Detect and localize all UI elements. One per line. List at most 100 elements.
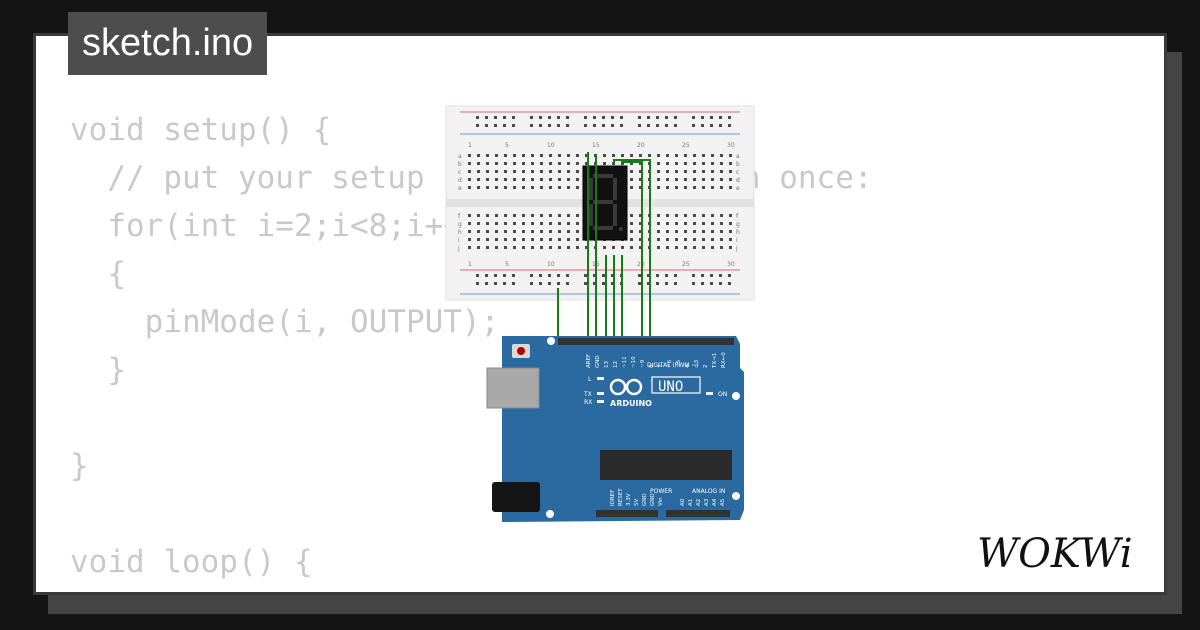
breadboard-hole — [567, 162, 570, 165]
breadboard-hole — [639, 170, 642, 173]
breadboard-hole — [540, 246, 543, 249]
breadboard-hole — [504, 222, 507, 225]
pin-label: 3.3V — [626, 493, 632, 506]
breadboard-hole — [468, 230, 471, 233]
code-line: { — [70, 256, 126, 292]
row-letter: j — [735, 245, 738, 252]
row-letter: i — [458, 237, 460, 244]
pin-label: ~5 — [676, 359, 682, 368]
code-line: } — [70, 352, 126, 388]
breadboard-hole — [701, 282, 704, 285]
breadboard-hole — [674, 124, 677, 127]
breadboard-hole — [504, 246, 507, 249]
file-tab[interactable]: sketch.ino — [68, 12, 268, 75]
breadboard-hole — [639, 238, 642, 241]
breadboard-hole — [539, 124, 542, 127]
wokwi-logo-text: WOKWi — [977, 531, 1133, 577]
breadboard-hole — [729, 246, 732, 249]
breadboard-hole — [692, 274, 695, 277]
breadboard-hole — [522, 238, 525, 241]
breadboard-hole — [630, 230, 633, 233]
breadboard-hole — [522, 154, 525, 157]
breadboard-hole — [684, 186, 687, 189]
breadboard-hole — [558, 178, 561, 181]
arduino-uno-board[interactable]: UNO ARDUINO DIGITAL (PWM ~) POWER ANALOG… — [486, 336, 744, 522]
breadboard-hole — [566, 274, 569, 277]
breadboard-hole — [711, 214, 714, 217]
seven-segment-display[interactable] — [582, 165, 628, 241]
breadboard-hole — [495, 238, 498, 241]
breadboard-hole — [711, 178, 714, 181]
row-letter: e — [458, 185, 462, 192]
breadboard-hole — [495, 222, 498, 225]
breadboard-hole — [476, 116, 479, 119]
breadboard-hole — [504, 170, 507, 173]
breadboard-hole — [674, 116, 677, 119]
breadboard-hole — [504, 238, 507, 241]
breadboard-hole — [557, 282, 560, 285]
breadboard-hole — [710, 124, 713, 127]
breadboard-hole — [639, 186, 642, 189]
breadboard-hole — [701, 274, 704, 277]
breadboard-hole — [729, 230, 732, 233]
breadboard-hole — [567, 246, 570, 249]
breadboard-hole — [657, 222, 660, 225]
breadboard-hole — [531, 214, 534, 217]
column-number: 5 — [505, 261, 509, 268]
breadboard-hole — [584, 124, 587, 127]
pin-label: 8 — [649, 364, 655, 368]
column-number: 10 — [547, 261, 555, 268]
breadboard-hole — [620, 116, 623, 119]
pin-label: 7 — [658, 364, 664, 368]
breadboard-hole — [540, 186, 543, 189]
analog-pins-label: ANALOG IN — [692, 488, 725, 495]
breadboard-hole — [675, 170, 678, 173]
breadboard-hole — [530, 124, 533, 127]
breadboard-hole — [647, 282, 650, 285]
digital-pins-label: DIGITAL (PWM ~) — [647, 362, 699, 369]
breadboard-hole — [611, 124, 614, 127]
breadboard-hole — [639, 230, 642, 233]
row-letter: h — [736, 229, 740, 236]
breadboard-hole — [638, 124, 641, 127]
breadboard-hole — [602, 124, 605, 127]
row-letter: a — [736, 153, 740, 160]
breadboard-hole — [675, 154, 678, 157]
breadboard-hole — [648, 154, 651, 157]
breadboard-hole — [522, 186, 525, 189]
breadboard-hole — [468, 246, 471, 249]
breadboard-hole — [504, 186, 507, 189]
breadboard-hole — [675, 238, 678, 241]
breadboard-hole — [657, 154, 660, 157]
breadboard-hole — [513, 246, 516, 249]
breadboard-hole — [701, 116, 704, 119]
breadboard-hole — [576, 214, 579, 217]
wokwi-logo: WOKWi — [977, 531, 1133, 577]
breadboard-hole — [729, 186, 732, 189]
breadboard-hole — [522, 222, 525, 225]
breadboard-hole — [477, 162, 480, 165]
breadboard-hole — [512, 124, 515, 127]
breadboard-hole — [485, 274, 488, 277]
row-letter: d — [736, 177, 740, 184]
pin-label: AREF — [586, 354, 592, 368]
breadboard-hole — [665, 282, 668, 285]
pin-label: ~9 — [640, 359, 646, 368]
breadboard-hole — [549, 238, 552, 241]
breadboard-hole — [647, 116, 650, 119]
breadboard-hole — [468, 170, 471, 173]
breadboard-hole — [558, 214, 561, 217]
breadboard-hole — [567, 238, 570, 241]
breadboard-hole — [558, 186, 561, 189]
breadboard-hole — [728, 282, 731, 285]
breadboard-hole — [728, 124, 731, 127]
breadboard-hole — [531, 178, 534, 181]
pin-label: ~3 — [694, 359, 700, 368]
breadboard-hole — [702, 186, 705, 189]
breadboard-hole — [657, 178, 660, 181]
breadboard-hole — [468, 238, 471, 241]
breadboard-hole — [576, 162, 579, 165]
breadboard-hole — [513, 230, 516, 233]
breadboard-hole — [512, 274, 515, 277]
